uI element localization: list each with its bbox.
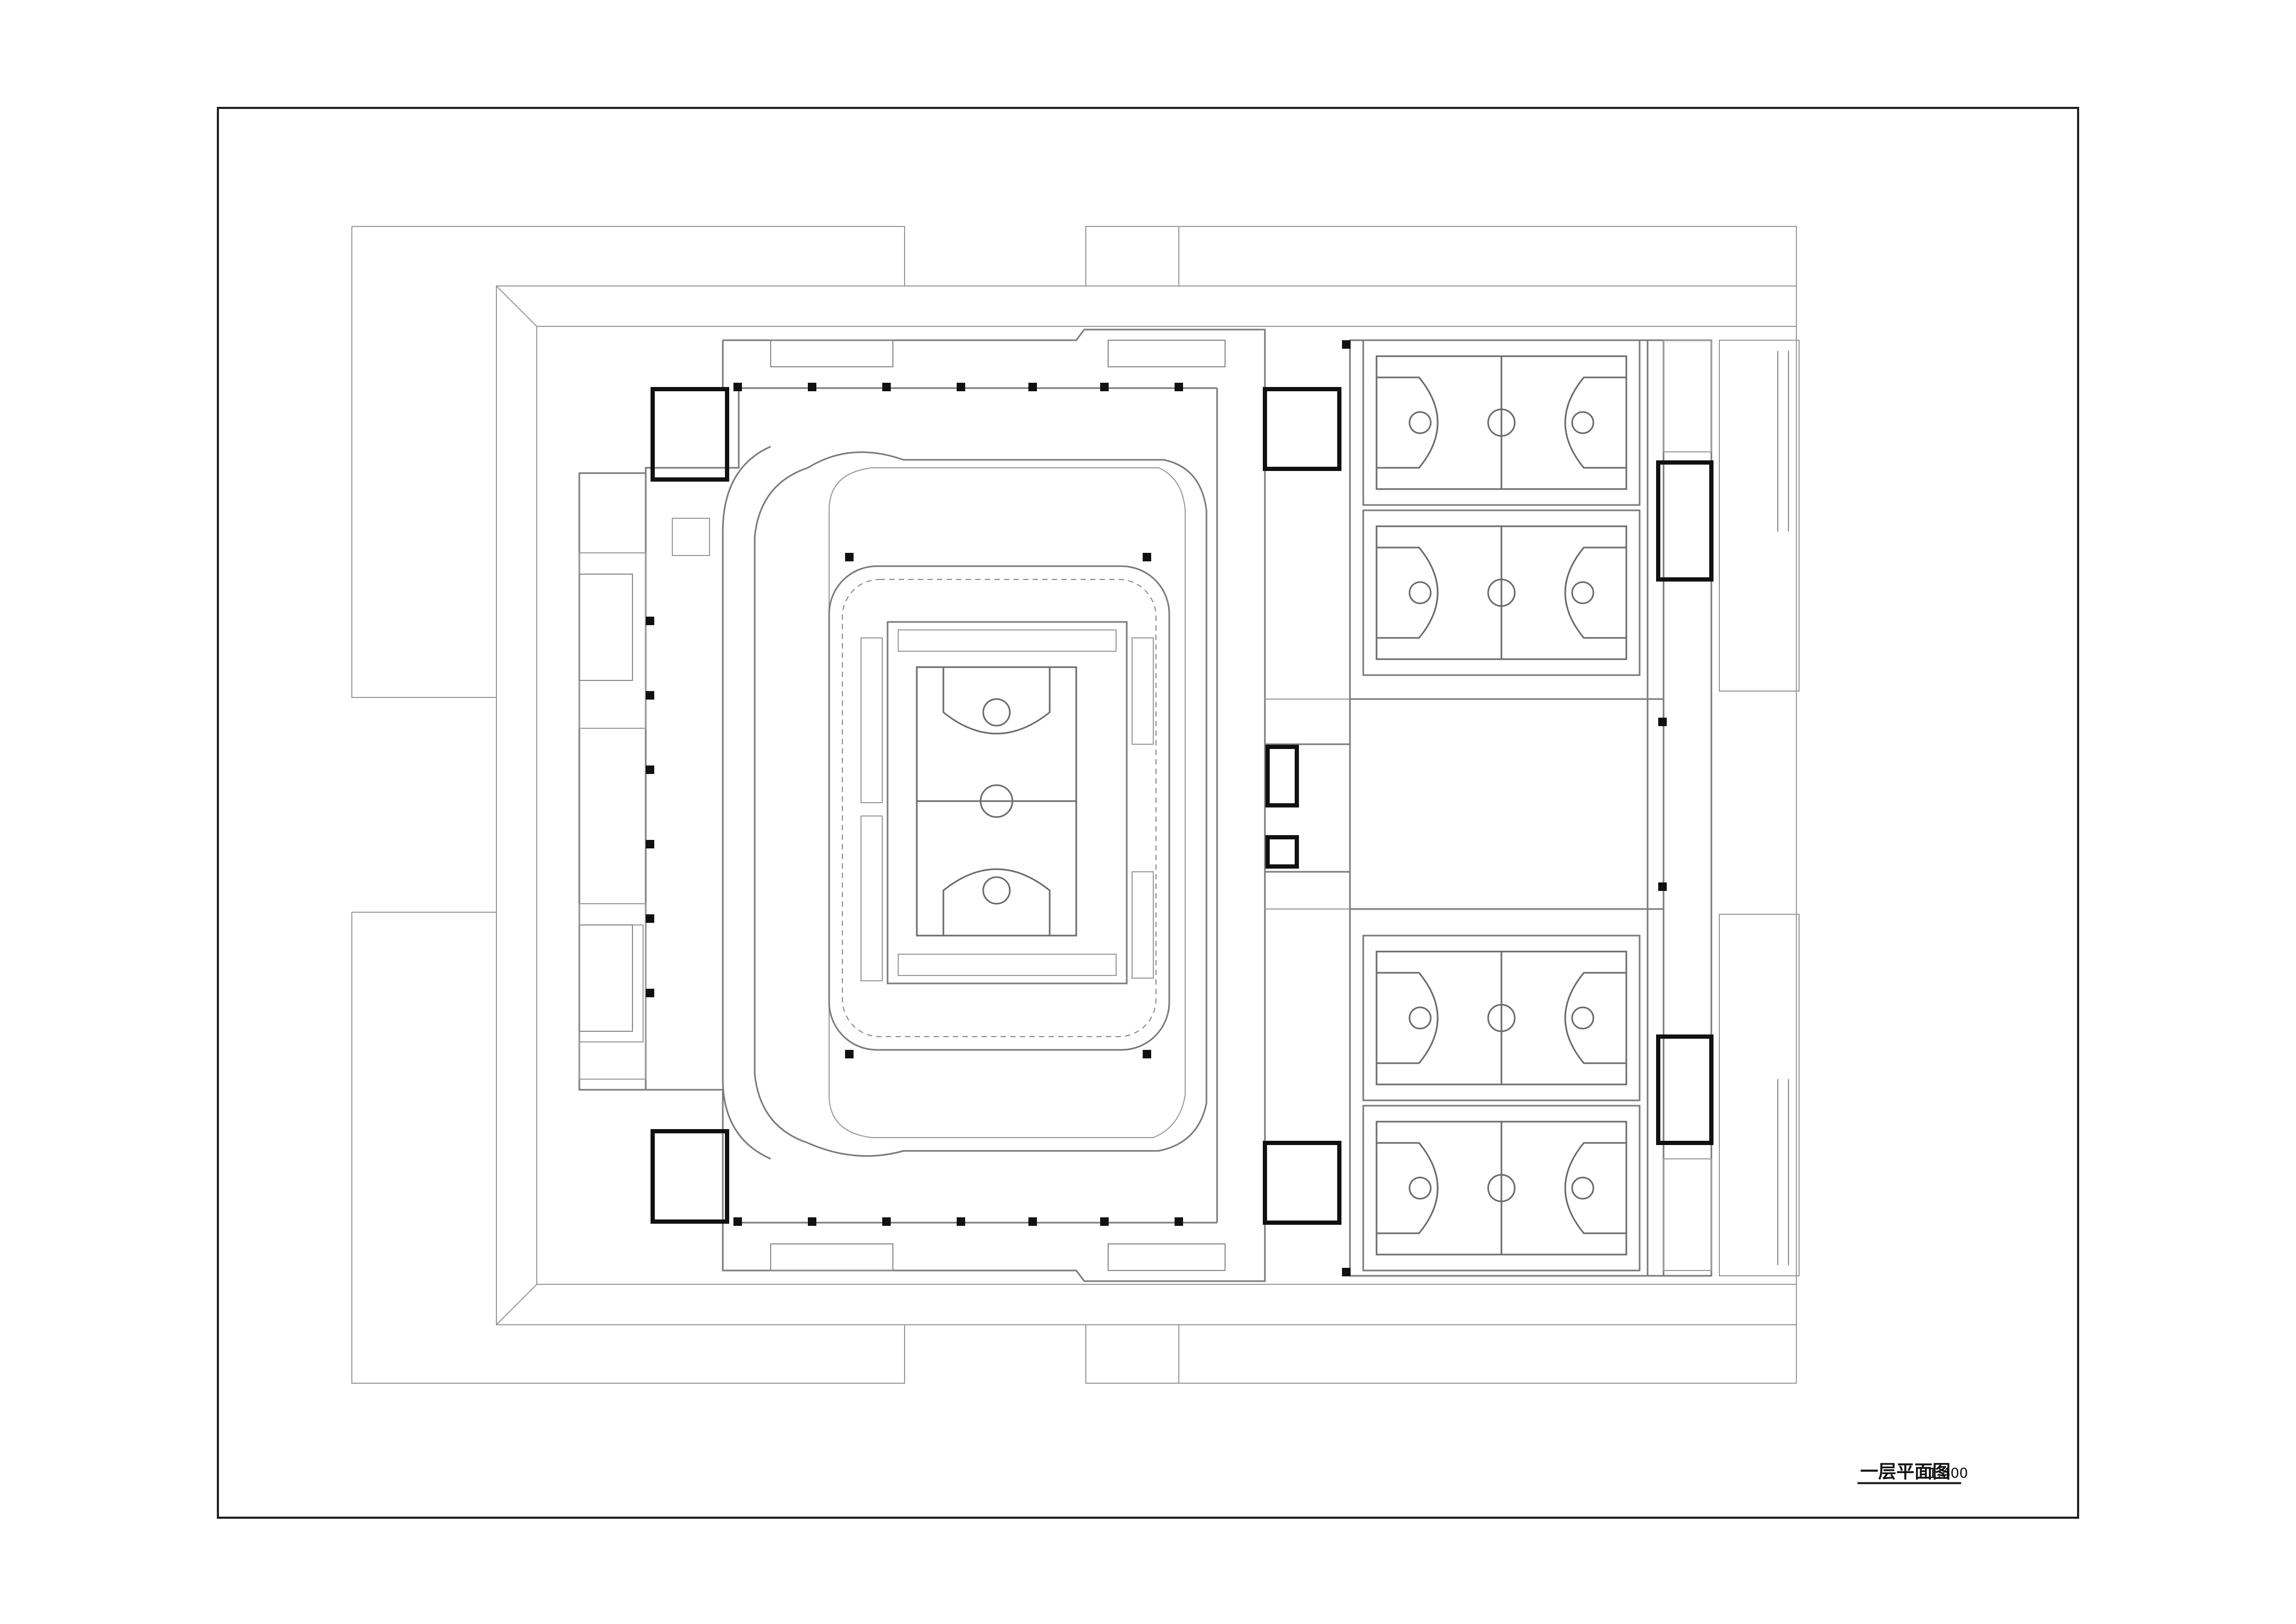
basketball-court-3 [1362,935,1641,1101]
basketball-court-1 [1362,339,1641,506]
stair-cores [579,387,1341,1225]
entry-steps [579,340,1226,1271]
training-courts [1265,339,1685,1277]
drawing-scale: 1:400 [1928,1466,1968,1482]
east-wing [1656,339,1800,1277]
title-block: 一层平面图 1:400 [1858,1461,1968,1484]
central-core [1264,743,1351,873]
basketball-court-2 [1362,509,1641,676]
drawing-title: 一层平面图 [1860,1461,1951,1483]
structural-columns [646,340,1667,1276]
site-outline [351,226,1797,1384]
central-court [860,621,1154,985]
basketball-court-4 [1362,1105,1641,1272]
sheet-border [217,107,2079,1519]
arena-building [578,329,1266,1282]
seating-ring [722,445,1208,1160]
